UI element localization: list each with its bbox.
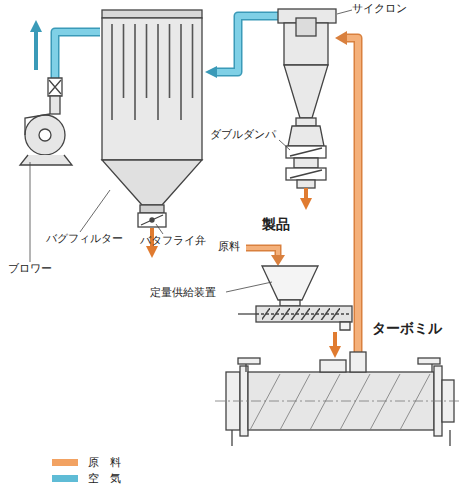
- part-name: 原料: [218, 240, 240, 253]
- legend-swatch: [52, 459, 78, 466]
- legend-row: 空 気: [52, 471, 121, 486]
- legend-text: 原 料: [88, 455, 121, 470]
- legend-swatch: [52, 475, 78, 482]
- part-name: ブロワー: [8, 262, 52, 275]
- legend-row: 原 料: [52, 455, 121, 470]
- part-name: ダブルダンパ: [210, 128, 276, 141]
- part-name: バタフライ弁: [140, 234, 206, 247]
- legend-text: 空 気: [88, 471, 121, 486]
- product-label: 製品: [262, 216, 290, 233]
- part-name: ターボミル: [372, 320, 442, 337]
- part-name: 定量供給装置: [150, 286, 216, 299]
- part-name: サイクロン: [352, 2, 407, 15]
- part-name: バグフィルター: [46, 232, 123, 245]
